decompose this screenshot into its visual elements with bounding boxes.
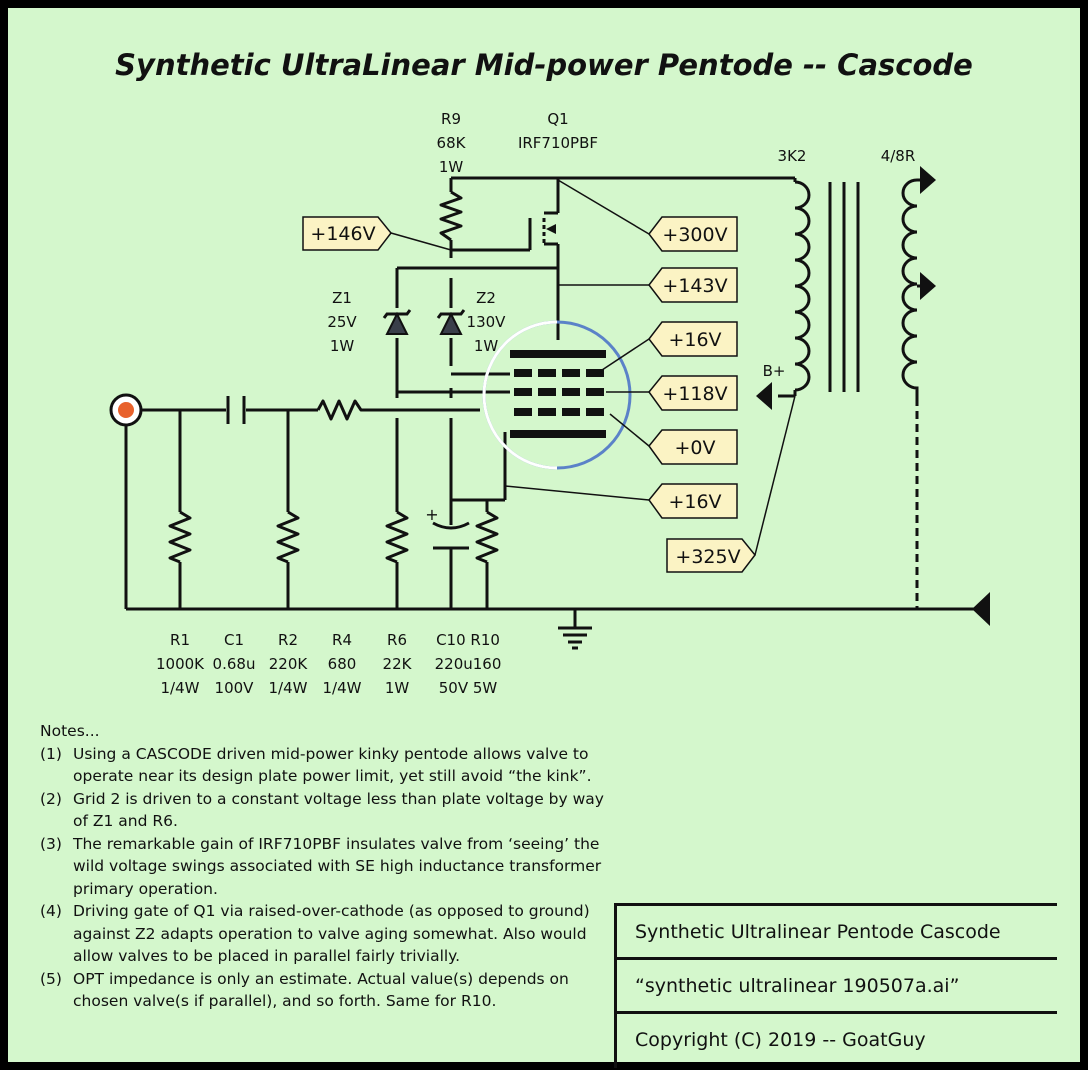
q1-part: IRF710PBF <box>518 134 598 152</box>
resistor-r6 <box>385 510 409 564</box>
wires <box>124 176 980 611</box>
opt-secondary-label: 4/8R <box>881 147 916 165</box>
note-item: (3) The remarkable gain of IRF710PBF ins… <box>40 833 615 901</box>
ground-icon <box>558 609 592 650</box>
note-number: (3) <box>40 834 62 853</box>
title-block-name: Synthetic Ultralinear Pentode Cascode <box>617 906 1057 960</box>
title-block-file: “synthetic ultralinear 190507a.ai” <box>617 960 1057 1014</box>
tag-plus16-cathode: +16V <box>668 491 721 513</box>
output-common-terminal-icon <box>972 592 990 626</box>
bom-value: 1000K <box>156 655 205 673</box>
r9-value: 68K <box>437 134 467 152</box>
bom-ref: C1 <box>224 631 244 649</box>
output-4r-terminal-icon <box>920 272 936 300</box>
tag-plus118: +118V <box>662 383 727 405</box>
notes-section: Notes... (1) Using a CASCODE driven mid-… <box>40 720 615 1013</box>
bplus-terminal-icon <box>756 382 772 410</box>
top-labels: R9 68K 1W Q1 IRF710PBF Z1 25V 1W Z2 130V… <box>327 110 915 380</box>
resistor-r4 <box>316 399 365 421</box>
note-item: (5) OPT impedance is only an estimate. A… <box>40 968 615 1013</box>
bom-rating: 1W <box>385 679 410 697</box>
input-jack-center <box>118 402 134 418</box>
tag-plus146: +146V <box>310 223 375 245</box>
resistor-r10 <box>475 510 499 564</box>
note-number: (1) <box>40 744 62 763</box>
opt-primary-label: 3K2 <box>778 147 807 165</box>
title-block-copyright: Copyright (C) 2019 -- GoatGuy <box>635 1028 926 1051</box>
note-text: The remarkable gain of IRF710PBF insulat… <box>73 834 602 898</box>
capacitor-c10 <box>432 521 470 550</box>
pentode-tube <box>482 320 632 470</box>
bom-rating: 1/4W <box>269 679 308 697</box>
z1-value: 25V <box>327 313 357 331</box>
diagram-title: Synthetic UltraLinear Mid-power Pentode … <box>115 48 973 82</box>
bom-rating: 1/4W <box>323 679 362 697</box>
bom-value: 22K <box>383 655 413 673</box>
leader-lines <box>390 179 796 556</box>
bom-value: 0.68u <box>213 655 256 673</box>
note-number: (4) <box>40 902 62 920</box>
bom-labels: R1 1000K 1/4W C1 0.68u 100V R2 220K 1/4W… <box>156 631 501 697</box>
note-text: OPT impedance is only an estimate. Actua… <box>73 969 569 1011</box>
note-item: (4) Driving gate of Q1 via raised-over-c… <box>40 900 615 968</box>
bom-ref: R1 <box>170 631 190 649</box>
z2-value: 130V <box>467 313 507 331</box>
bom-rating: 50V 5W <box>439 679 498 697</box>
z2-ref: Z2 <box>476 289 496 307</box>
bom-ref: R2 <box>278 631 298 649</box>
tag-plus325: +325V <box>675 546 740 568</box>
bom-value: 680 <box>328 655 357 673</box>
bom-value: 220u160 <box>435 655 502 673</box>
mosfet-arrow <box>546 224 556 234</box>
zener-z1 <box>382 309 412 335</box>
z1-ref: Z1 <box>332 289 352 307</box>
capacitor-c1 <box>226 396 246 424</box>
bom-ref: R6 <box>387 631 407 649</box>
z2-rating: 1W <box>474 337 499 355</box>
bom-ref: R4 <box>332 631 352 649</box>
note-text: Driving gate of Q1 via raised-over-catho… <box>73 902 590 965</box>
zener-z2 <box>436 309 466 335</box>
r9-ref: R9 <box>441 110 461 128</box>
note-text: Grid 2 is driven to a constant voltage l… <box>73 789 604 831</box>
notes-heading: Notes... <box>40 722 100 740</box>
tag-plus0: +0V <box>674 437 715 459</box>
note-number: (5) <box>40 969 62 988</box>
tag-plus16-screen: +16V <box>668 329 721 351</box>
output-transformer <box>778 178 922 398</box>
q1-ref: Q1 <box>547 110 568 128</box>
resistor-r2 <box>276 510 300 564</box>
tag-plus300: +300V <box>662 224 727 246</box>
title-block: Synthetic Ultralinear Pentode Cascode “s… <box>614 903 1057 1068</box>
bplus-label: B+ <box>763 362 786 380</box>
note-item: (1) Using a CASCODE driven mid-power kin… <box>40 743 615 788</box>
bom-ref: C10 R10 <box>436 631 500 649</box>
crossovers <box>391 384 457 417</box>
r9-rating: 1W <box>439 158 464 176</box>
z1-rating: 1W <box>330 337 355 355</box>
resistor-r9 <box>439 190 463 242</box>
tag-plus143: +143V <box>662 275 727 297</box>
bom-rating: 1/4W <box>161 679 200 697</box>
bom-rating: 100V <box>215 679 255 697</box>
mosfet-q1 <box>528 211 558 250</box>
bom-value: 220K <box>269 655 309 673</box>
c10-polarity-mark: + <box>425 505 438 524</box>
note-text: Using a CASCODE driven mid-power kinky p… <box>73 744 592 786</box>
voltage-tags: +146V +300V +143V +16V +118V +0V +16V +3… <box>302 216 756 573</box>
resistor-r1 <box>168 510 192 564</box>
output-8r-terminal-icon <box>920 166 936 194</box>
note-item: (2) Grid 2 is driven to a constant volta… <box>40 788 615 833</box>
note-number: (2) <box>40 789 62 808</box>
